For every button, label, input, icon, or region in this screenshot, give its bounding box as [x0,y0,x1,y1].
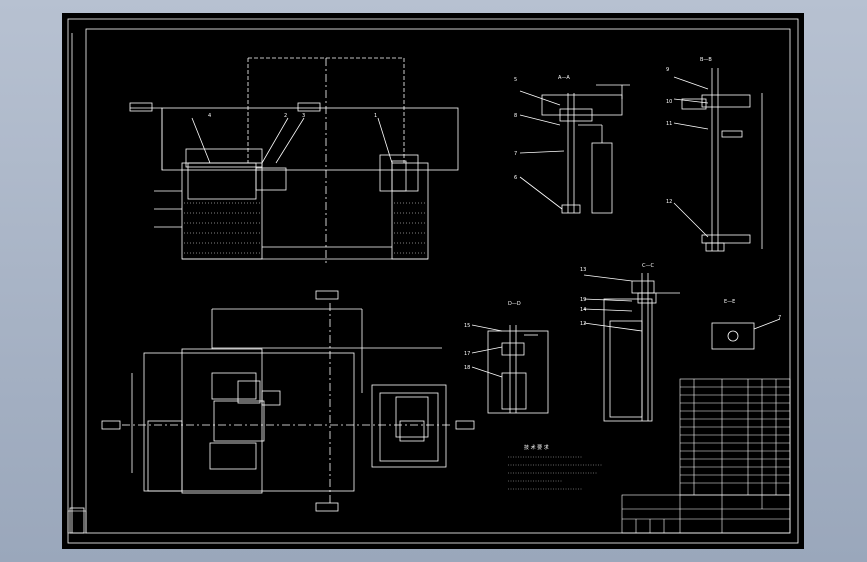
front-view [129,57,459,263]
section-label-dd: D—D [508,301,521,307]
technical-notes-lines [508,456,602,490]
balloon-3: 3 [302,113,305,119]
section-ee [711,318,781,350]
balloon-4: 4 [208,113,211,119]
inner-border [85,28,791,534]
balloon-19: 19 [580,297,586,303]
section-label-aa: A—A [558,75,570,81]
balloon-5: 5 [514,77,517,83]
drawing-sheet[interactable]: 技 术 要 求 A—A B—B C—C D—D E—E 5 8 7 6 9 10… [62,13,804,549]
section-label-bb: B—B [700,57,712,63]
concrete-hatch [184,202,426,254]
section-dd [471,324,549,414]
parts-list [679,378,791,496]
section-cc [583,273,680,422]
section-aa [519,84,630,214]
drawing-canvas: 技 术 要 求 A—A B—B C—C D—D E—E 5 8 7 6 9 10… [67,18,799,544]
balloon-7b: 7 [778,315,781,321]
balloon-10: 10 [666,99,672,105]
title-block [67,494,791,534]
balloon-15: 15 [464,323,470,329]
plan-view [101,290,475,512]
notes-title: 技 术 要 求 [524,444,549,451]
balloon-6: 6 [514,175,517,181]
balloon-18: 18 [464,365,470,371]
balloon-7: 7 [514,151,517,157]
section-label-cc: C—C [642,263,654,269]
balloon-8: 8 [514,113,517,119]
balloon-9: 9 [666,67,669,73]
balloon-13: 13 [580,267,586,273]
balloon-12b: 12 [580,321,586,327]
balloon-2: 2 [284,113,287,119]
balloon-11: 11 [666,121,672,127]
section-bb [673,68,763,252]
balloon-17: 17 [464,351,470,357]
section-label-ee: E—E [724,299,735,305]
balloon-12: 12 [666,199,672,205]
balloon-14: 14 [580,307,586,313]
outer-border [67,18,799,544]
balloon-1: 1 [374,113,377,119]
